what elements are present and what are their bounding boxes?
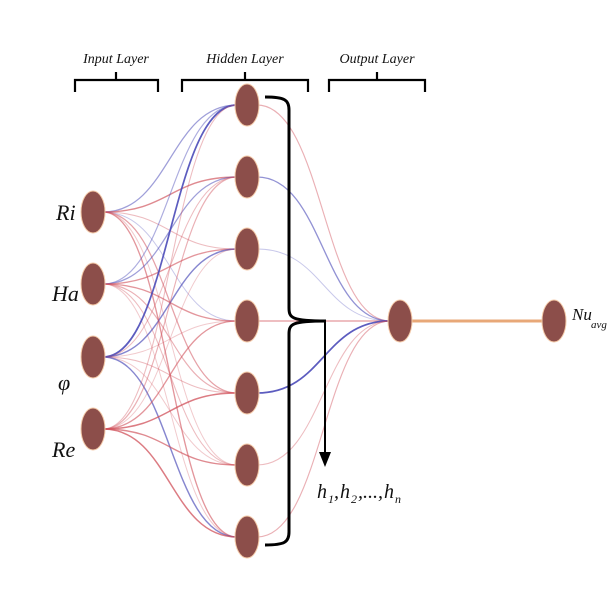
hidden-layer-bracket <box>180 72 310 92</box>
input-layer-bracket <box>73 72 160 92</box>
hidden-node-1 <box>234 83 260 127</box>
input-layer-title: Input Layer <box>82 52 149 67</box>
input-label-re: Re <box>51 437 75 462</box>
edge-input-4-hidden-4 <box>102 320 238 430</box>
edge-input-2-hidden-3 <box>102 248 238 285</box>
edge-input-4-hidden-1 <box>102 104 238 430</box>
edges <box>102 104 391 538</box>
down-arrow-icon <box>319 322 331 467</box>
output-label-sub: avg <box>591 319 607 331</box>
hidden-node-4 <box>234 299 260 343</box>
edge-input-1-hidden-1 <box>102 104 238 213</box>
edge-input-1-hidden-2 <box>102 176 238 213</box>
edge-input-4-hidden-3 <box>102 248 238 430</box>
edge-input-3-hidden-4 <box>102 320 238 358</box>
input-node-3 <box>80 335 106 379</box>
edge-input-3-hidden-2 <box>102 176 238 358</box>
output-label-main: Nu <box>571 305 592 324</box>
hidden-units-brace <box>264 95 327 547</box>
input-label-phi: φ <box>58 370 70 395</box>
input-label-ha: Ha <box>51 281 79 306</box>
edge-hidden-1-output <box>256 104 391 322</box>
edge-hidden-5-output <box>256 320 391 394</box>
h1-h: h <box>317 481 327 503</box>
nodes <box>80 83 567 559</box>
input-node-1 <box>80 190 106 234</box>
ellipsis: ,..., <box>358 481 383 503</box>
h1-sub: 1 <box>328 492 334 506</box>
output-label: Nu avg <box>571 305 607 331</box>
hn-sub: n <box>395 492 401 506</box>
edge-input-4-hidden-6 <box>102 428 238 466</box>
edge-input-4-hidden-2 <box>102 176 238 430</box>
hidden-units-annotation: h 1 , h 2 ,..., h n <box>317 481 401 506</box>
edge-hidden-6-output <box>256 320 391 466</box>
hidden-node-2 <box>234 155 260 199</box>
hn-h: h <box>384 481 394 503</box>
sep-1: , <box>334 481 339 503</box>
input-node-4 <box>80 407 106 451</box>
hidden-layer-title: Hidden Layer <box>205 52 284 67</box>
input-node-2 <box>80 262 106 306</box>
edge-hidden-7-output <box>256 320 391 538</box>
edge-input-2-hidden-1 <box>102 104 238 285</box>
hidden-node-7 <box>234 515 260 559</box>
edge-input-4-hidden-5 <box>102 392 238 430</box>
output-layer-title: Output Layer <box>339 52 415 67</box>
edge-input-1-hidden-6 <box>102 211 238 466</box>
edge-input-3-hidden-3 <box>102 248 238 358</box>
h2-h: h <box>340 481 350 503</box>
edge-input-2-hidden-5 <box>102 283 238 394</box>
hidden-node-3 <box>234 227 260 271</box>
input-label-ri: Ri <box>55 200 76 225</box>
edge-hidden-3-output <box>256 248 391 322</box>
edge-input-3-hidden-1 <box>102 104 238 358</box>
output-node <box>387 299 413 343</box>
hidden-node-6 <box>234 443 260 487</box>
output-layer-bracket <box>327 72 427 92</box>
edge-input-4-hidden-7 <box>102 428 238 538</box>
h2-sub: 2 <box>351 492 357 506</box>
edge-hidden-2-output <box>256 176 391 322</box>
hidden-node-5 <box>234 371 260 415</box>
nu-avg-node <box>541 299 567 343</box>
